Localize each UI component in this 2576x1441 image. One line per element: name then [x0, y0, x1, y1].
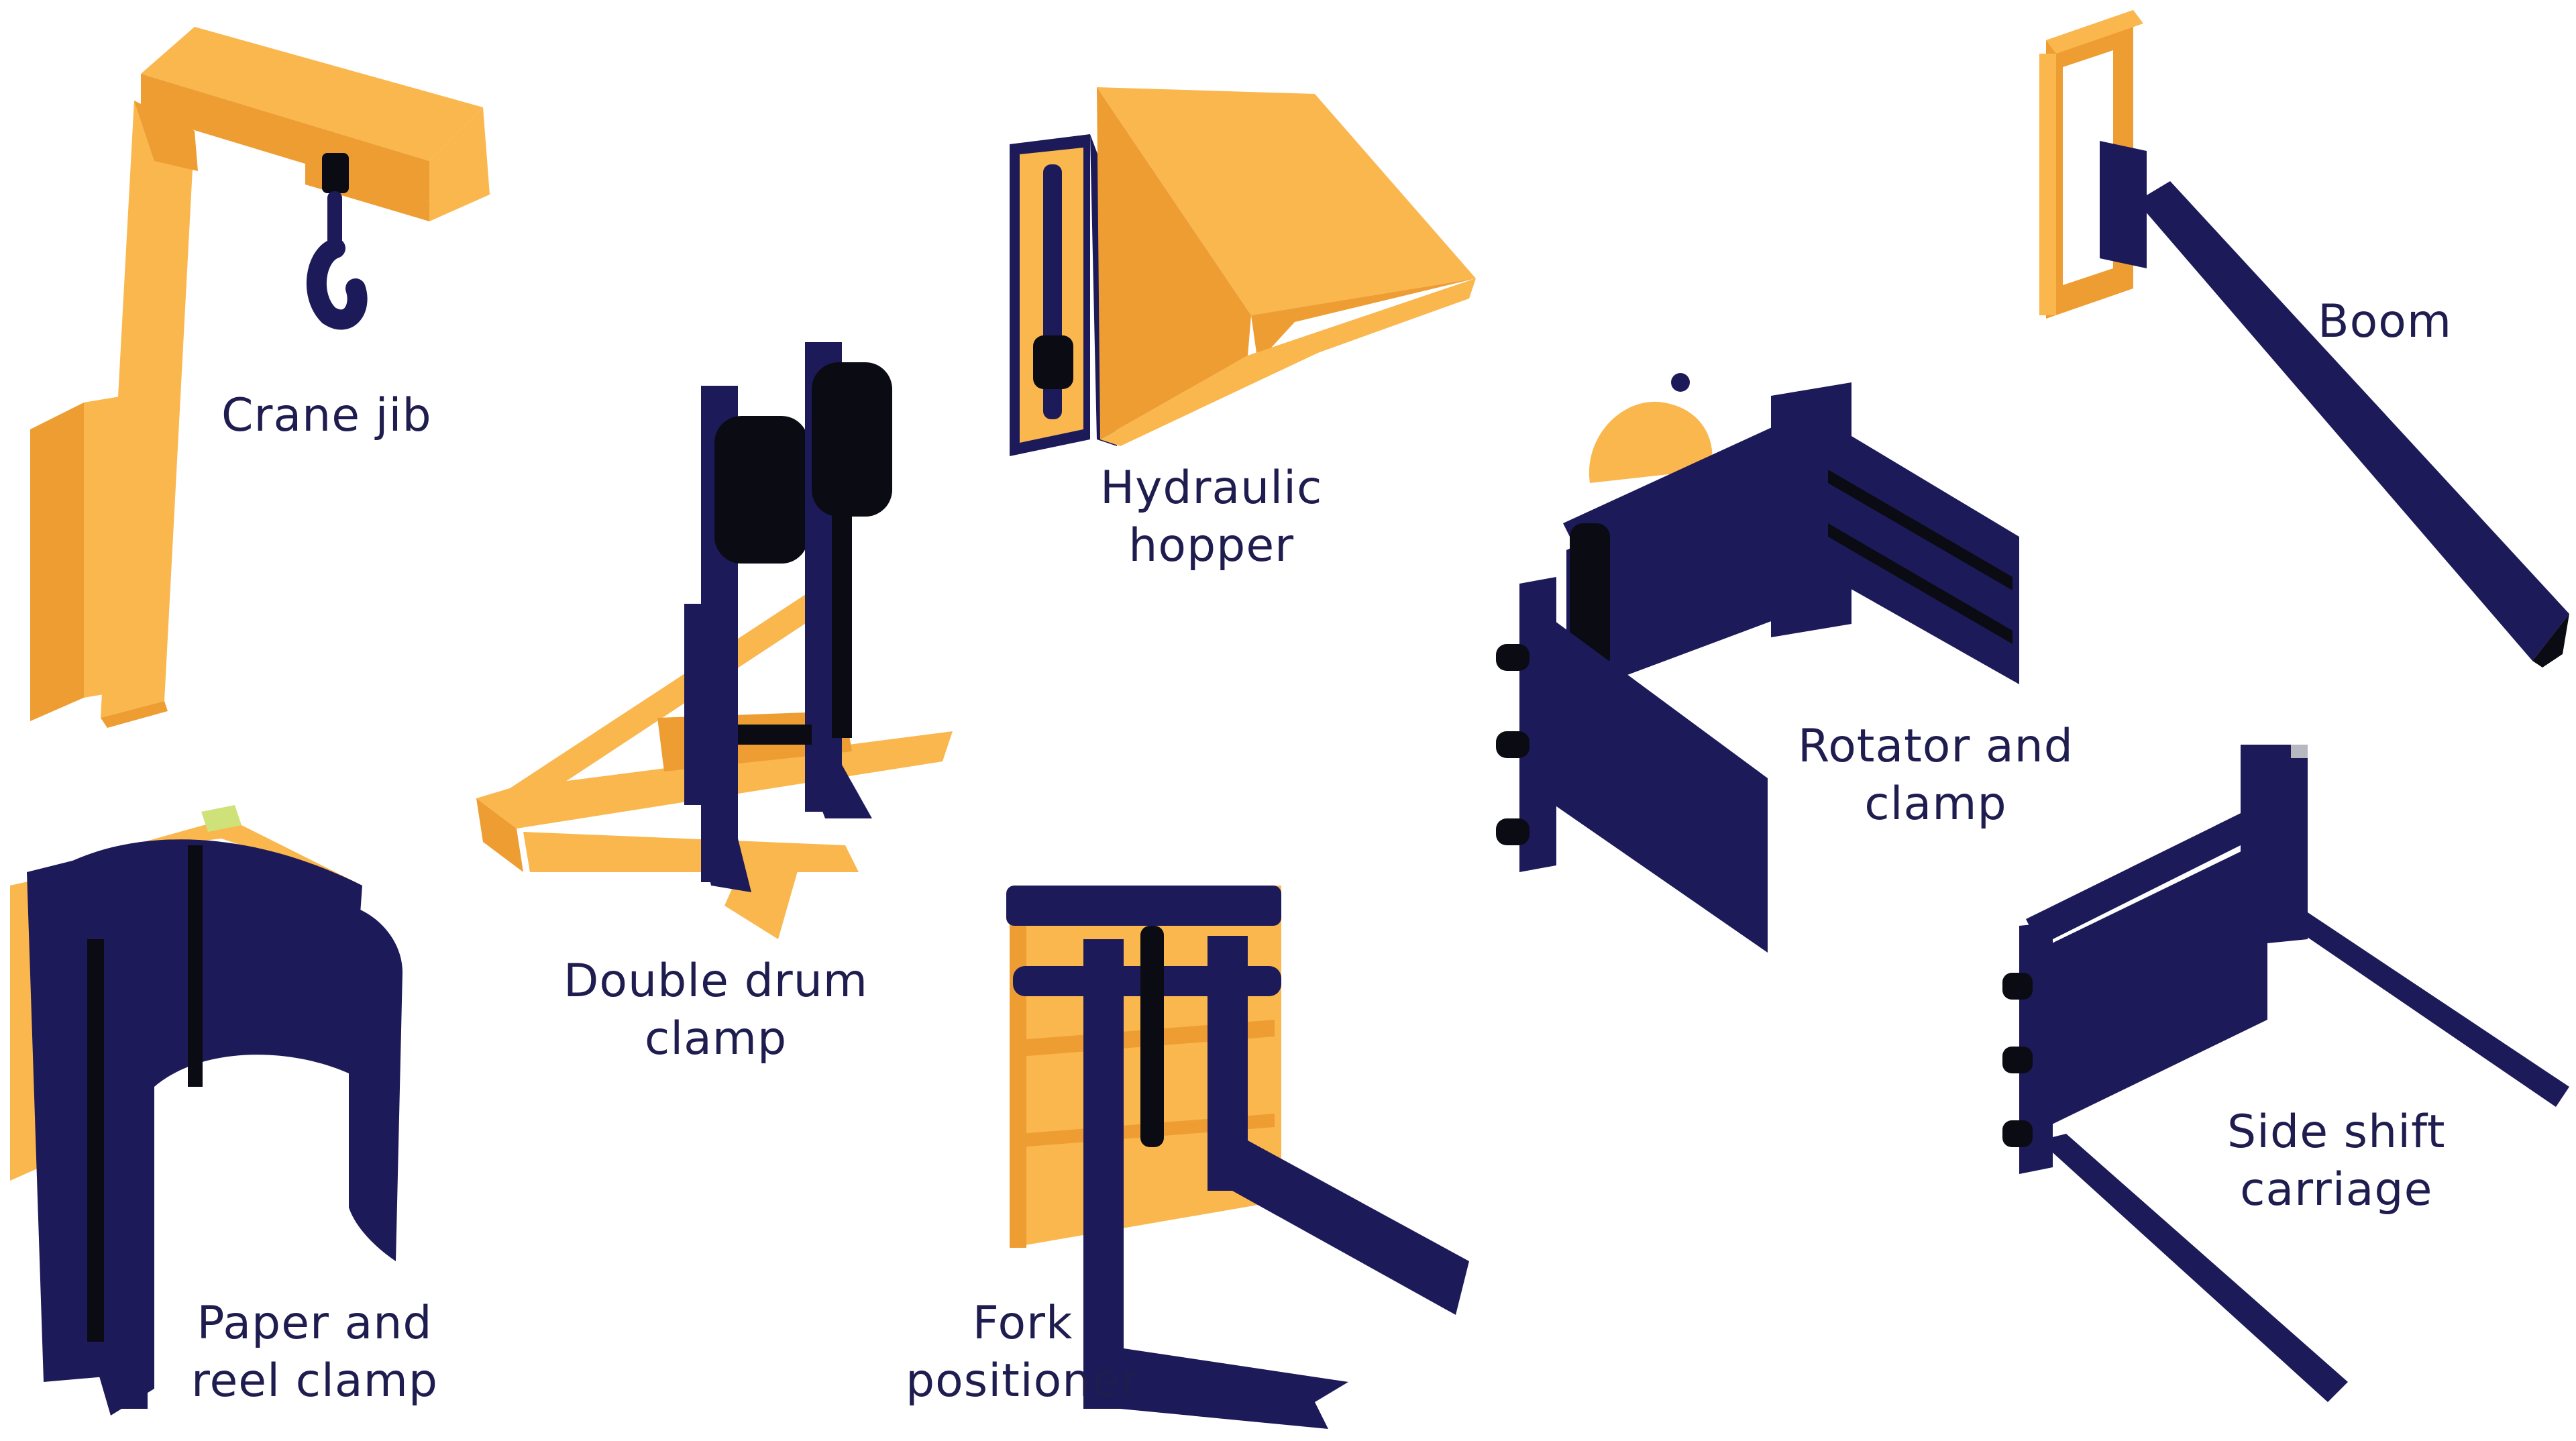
- label-line: reel clamp: [191, 1354, 438, 1407]
- label-crane-jib: Crane jib: [221, 387, 432, 445]
- label-paper-and-reel-clamp: Paper and reel clamp: [191, 1295, 438, 1410]
- label-line: clamp: [644, 1012, 788, 1065]
- label-line: Hydraulic: [1100, 462, 1323, 515]
- paper-and-reel-clamp-illustration: [10, 805, 402, 1416]
- label-line: Crane jib: [221, 389, 432, 442]
- label-hydraulic-hopper: Hydraulic hopper: [1100, 460, 1322, 575]
- fork-positioner-illustration: [1006, 886, 1469, 1429]
- label-line: carriage: [2240, 1163, 2433, 1216]
- label-line: Rotator and: [1798, 720, 2074, 773]
- crane-jib-illustration: [30, 27, 490, 728]
- label-fork-positioner: Fork positioner: [906, 1295, 1140, 1410]
- label-rotator-and-clamp: Rotator and clamp: [1798, 718, 2074, 833]
- rotator-and-clamp-illustration: [1496, 373, 2019, 953]
- double-drum-clamp-illustration: [476, 342, 953, 939]
- label-boom: Boom: [2318, 293, 2452, 351]
- hydraulic-hopper-illustration: [1010, 87, 1476, 456]
- label-side-shift-carriage: Side shift carriage: [2227, 1104, 2446, 1219]
- label-line: Side shift: [2227, 1106, 2446, 1159]
- label-double-drum-clamp: Double drum clamp: [564, 953, 868, 1068]
- label-line: Paper and: [197, 1297, 433, 1350]
- label-line: positioner: [906, 1354, 1140, 1407]
- label-line: hopper: [1128, 519, 1295, 572]
- label-line: Double drum: [564, 955, 869, 1008]
- label-line: Boom: [2318, 295, 2453, 348]
- side-shift-carriage-illustration: [2002, 745, 2569, 1402]
- boom-illustration: [2039, 10, 2569, 668]
- label-line: clamp: [1864, 778, 2007, 831]
- label-line: Fork: [972, 1297, 1073, 1350]
